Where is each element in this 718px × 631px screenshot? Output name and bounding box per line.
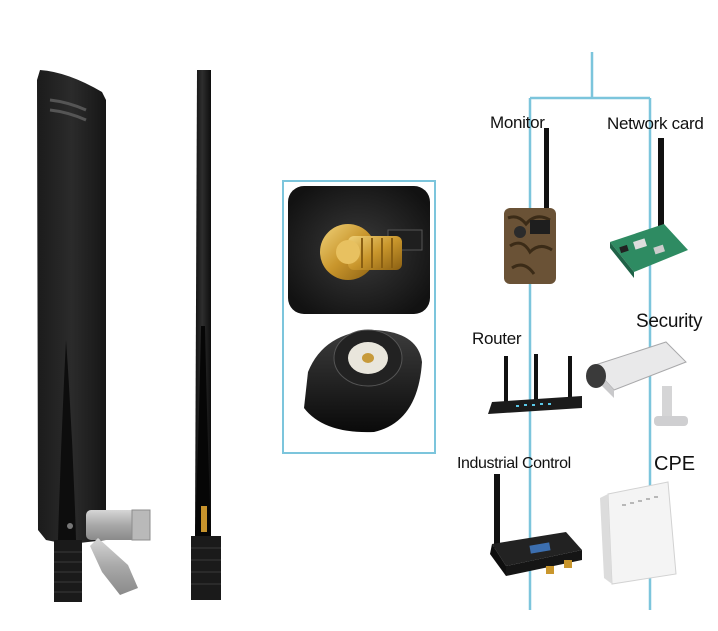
- industrial-control-label: Industrial Control: [457, 455, 571, 472]
- trail-camera-image: [504, 128, 556, 284]
- sma-connector-image: [288, 186, 430, 433]
- network-card-image: [610, 138, 688, 278]
- connector-closeup-frame: [282, 180, 436, 454]
- whip-antenna: [191, 70, 221, 600]
- security-label: Security: [636, 311, 703, 332]
- blade-antenna: [37, 70, 151, 602]
- security-camera-image: [586, 341, 688, 426]
- monitor-label: Monitor: [490, 113, 545, 132]
- router-label: Router: [472, 329, 522, 348]
- industrial-control-image: [490, 474, 582, 576]
- router-image: [488, 354, 582, 414]
- cpe-device-image: [600, 481, 677, 585]
- network-card-label: Network card: [607, 114, 704, 133]
- cpe-label: CPE: [654, 453, 696, 475]
